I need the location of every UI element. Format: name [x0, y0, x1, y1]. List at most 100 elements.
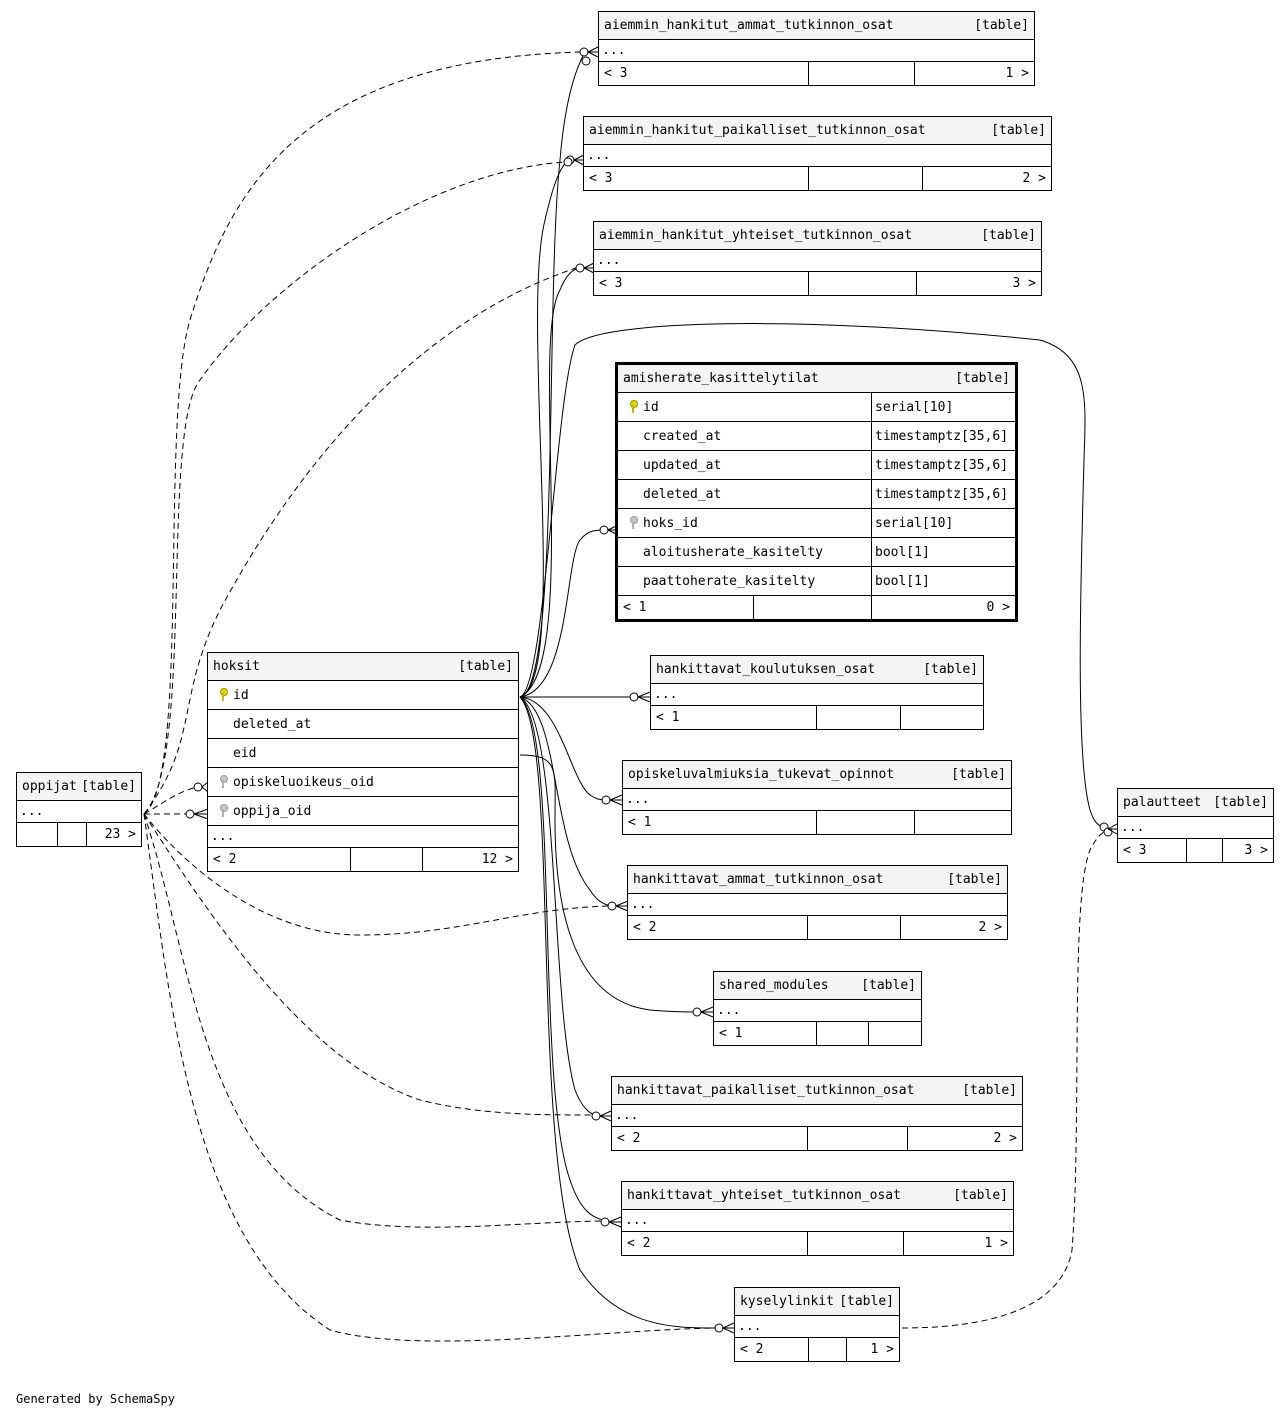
table-name[interactable]: amisherate_kasittelytilat: [623, 371, 819, 386]
column-name[interactable]: oppija_oid: [233, 803, 312, 819]
column-name[interactable]: paattoherate_kasitelty: [643, 573, 816, 589]
rel-end-ha: [607, 901, 617, 911]
column-type: serial[10]: [871, 393, 1015, 421]
table-name[interactable]: hankittavat_koulutuksen_osat: [656, 662, 876, 677]
table-name[interactable]: aiemmin_hankitut_paikalliset_tutkinnon_o…: [589, 123, 926, 138]
column-row[interactable]: opiskeluoikeus_oid: [208, 768, 518, 797]
table-name[interactable]: hankittavat_yhteiset_tutkinnon_osat: [627, 1188, 901, 1203]
parents-count[interactable]: < 2: [617, 1131, 641, 1146]
rows-count: [807, 916, 900, 939]
parents-count[interactable]: < 3: [599, 276, 623, 291]
table-opiskeluvalmiuksia-tukevat-opinnot[interactable]: opiskeluvalmiuksia_tukevat_opinnot [table…: [622, 760, 1012, 835]
children-count[interactable]: 2 >: [922, 167, 1051, 190]
rel-hoksit-ap: [519, 159, 569, 698]
more-columns: ...: [714, 1000, 921, 1022]
column-name[interactable]: eid: [233, 745, 257, 761]
more-columns: ...: [612, 1105, 1022, 1127]
column-row[interactable]: paattoherate_kasitelty bool[1]: [618, 567, 1015, 596]
table-aiemmin-hankitut-yhteiset-tutkinnon-osat[interactable]: aiemmin_hankitut_yhteiset_tutkinnon_osat…: [593, 221, 1042, 296]
column-name[interactable]: created_at: [643, 428, 722, 444]
column-name[interactable]: hoks_id: [643, 515, 698, 531]
children-count[interactable]: 2 >: [900, 916, 1007, 939]
table-palautteet[interactable]: palautteet[table] ... < 3 3 >: [1117, 788, 1274, 863]
column-name[interactable]: id: [233, 687, 249, 703]
column-row[interactable]: oppija_oid: [208, 797, 518, 826]
column-row[interactable]: id: [208, 681, 518, 710]
children-count[interactable]: 12 >: [422, 848, 518, 871]
table-tag: [table]: [951, 767, 1006, 782]
table-name[interactable]: opiskeluvalmiuksia_tukevat_opinnot: [628, 767, 895, 782]
rel-oppijat-ky: [143, 813, 717, 1342]
column-row[interactable]: created_at timestamptz[35,6]: [618, 422, 1015, 451]
column-row[interactable]: updated_at timestamptz[35,6]: [618, 451, 1015, 480]
column-row[interactable]: deleted_at: [208, 710, 518, 739]
table-kyselylinkit[interactable]: kyselylinkit[table] ... < 2 1 >: [734, 1287, 900, 1362]
table-name[interactable]: palautteet: [1123, 795, 1202, 810]
column-name[interactable]: deleted_at: [643, 486, 722, 502]
column-row[interactable]: hoks_id serial[10]: [618, 509, 1015, 538]
column-name[interactable]: opiskeluoikeus_oid: [233, 774, 374, 790]
table-oppijat[interactable]: oppijat[table] ... 23 >: [16, 772, 142, 847]
table-name[interactable]: shared_modules: [719, 978, 829, 993]
children-count[interactable]: [914, 811, 1011, 834]
more-columns: ...: [208, 826, 518, 848]
column-name[interactable]: updated_at: [643, 457, 722, 473]
children-count[interactable]: [900, 706, 983, 729]
parents-count[interactable]: < 1: [623, 600, 647, 615]
rows-count: [807, 1232, 903, 1255]
children-count[interactable]: 3 >: [1222, 839, 1273, 862]
parents-count[interactable]: < 2: [213, 852, 237, 867]
parents-count[interactable]: < 1: [719, 1026, 743, 1041]
rel-end-ap-2: [563, 157, 573, 167]
table-amisherate-kasittelytilat[interactable]: amisherate_kasittelytilat[table] id seri…: [615, 362, 1018, 622]
rel-end-ky: [714, 1323, 724, 1333]
table-aiemmin-hankitut-ammat-tutkinnon-osat[interactable]: aiemmin_hankitut_ammat_tutkinnon_osat[ta…: [598, 11, 1035, 86]
rel-hoksit-ha: [519, 696, 613, 907]
table-shared-modules[interactable]: shared_modules[table] ... < 1: [713, 971, 922, 1046]
column-name[interactable]: id: [643, 399, 659, 415]
rel-end-hp: [591, 1111, 601, 1121]
parents-count[interactable]: < 2: [740, 1342, 764, 1357]
column-type: bool[1]: [871, 567, 1015, 595]
generated-by-note: Generated by SchemaSpy: [16, 1392, 175, 1406]
children-count[interactable]: 2 >: [907, 1127, 1022, 1150]
table-name[interactable]: aiemmin_hankitut_ammat_tutkinnon_osat: [604, 18, 894, 33]
children-count[interactable]: [868, 1022, 921, 1045]
table-hoksit[interactable]: hoksit[table] id deleted_at eid opiskelu…: [207, 652, 519, 872]
table-name[interactable]: hankittavat_ammat_tutkinnon_osat: [633, 872, 884, 887]
children-count[interactable]: 1 >: [914, 62, 1034, 85]
children-count[interactable]: 1 >: [846, 1338, 899, 1361]
children-count[interactable]: 23 >: [86, 823, 141, 846]
column-name[interactable]: deleted_at: [233, 716, 312, 732]
children-count[interactable]: 3 >: [916, 272, 1041, 295]
table-name[interactable]: hankittavat_paikalliset_tutkinnon_osat: [617, 1083, 915, 1098]
parents-count[interactable]: < 3: [604, 66, 628, 81]
column-row[interactable]: aloitusherate_kasitelty bool[1]: [618, 538, 1015, 567]
parents-count[interactable]: < 3: [1123, 843, 1147, 858]
parents-count[interactable]: [17, 823, 57, 846]
table-aiemmin-hankitut-paikalliset-tutkinnon-osat[interactable]: aiemmin_hankitut_paikalliset_tutkinnon_o…: [583, 116, 1052, 191]
table-hankittavat-koulutuksen-osat[interactable]: hankittavat_koulutuksen_osat[table] ... …: [650, 655, 984, 730]
parents-count[interactable]: < 1: [656, 710, 680, 725]
column-row[interactable]: deleted_at timestamptz[35,6]: [618, 480, 1015, 509]
table-name[interactable]: oppijat: [22, 779, 77, 794]
children-count[interactable]: 1 >: [903, 1232, 1013, 1255]
table-name[interactable]: aiemmin_hankitut_yhteiset_tutkinnon_osat: [599, 228, 913, 243]
rel-hoksit-ky: [519, 696, 719, 1329]
parents-count[interactable]: < 3: [589, 171, 613, 186]
parents-count[interactable]: < 1: [628, 815, 652, 830]
column-row[interactable]: eid: [208, 739, 518, 768]
column-row[interactable]: id serial[10]: [618, 393, 1015, 422]
column-name[interactable]: aloitusherate_kasitelty: [643, 544, 824, 560]
rows-count: [808, 62, 914, 85]
children-count[interactable]: 0 >: [871, 596, 1015, 619]
parents-count[interactable]: < 2: [627, 1236, 651, 1251]
table-hankittavat-paikalliset-tutkinnon-osat[interactable]: hankittavat_paikalliset_tutkinnon_osat[t…: [611, 1076, 1023, 1151]
column-type: timestamptz[35,6]: [871, 422, 1015, 450]
table-hankittavat-yhteiset-tutkinnon-osat[interactable]: hankittavat_yhteiset_tutkinnon_osat[tabl…: [621, 1181, 1014, 1256]
table-name[interactable]: kyselylinkit: [740, 1294, 834, 1309]
table-name[interactable]: hoksit: [213, 659, 260, 674]
parents-count[interactable]: < 2: [633, 920, 657, 935]
table-hankittavat-ammat-tutkinnon-osat[interactable]: hankittavat_ammat_tutkinnon_osat[table] …: [627, 865, 1008, 940]
rel-hoksit-hp: [519, 696, 597, 1116]
